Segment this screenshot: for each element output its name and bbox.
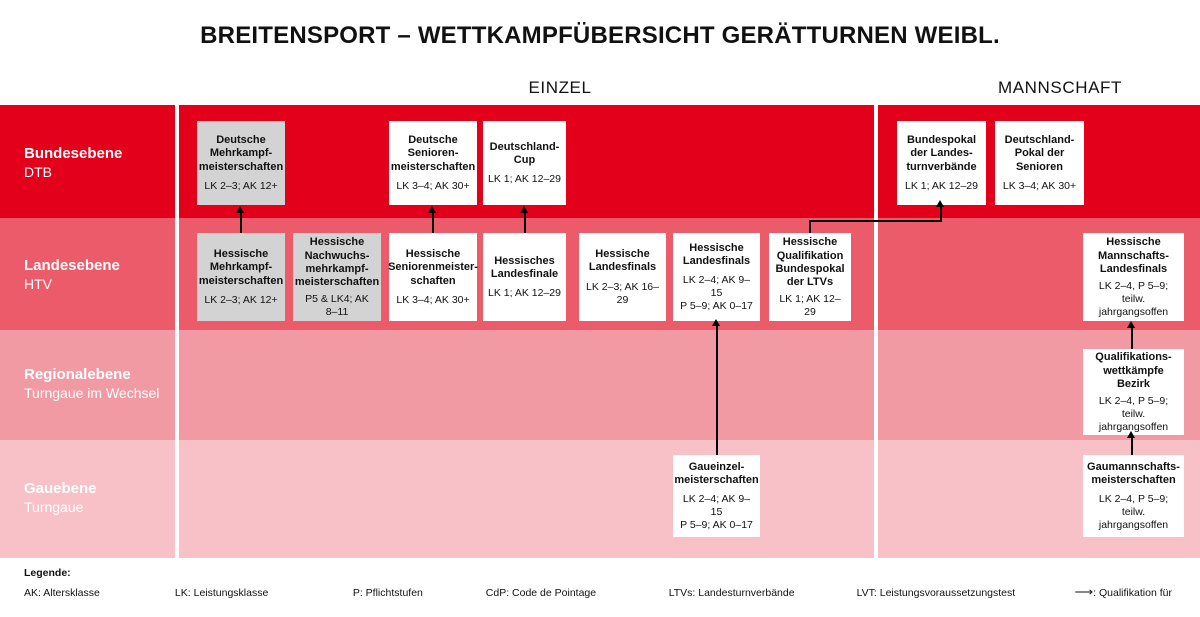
connector-r1-to-l8 <box>1131 327 1133 349</box>
box-hessische-mannschafts-landesfinals[interactable]: Hessische Mannschafts-Landesfinals LK 2–… <box>1083 233 1184 321</box>
box-subtitle: LK 2–4, P 5–9; teilw. jahrgangsoffen <box>1098 279 1169 318</box>
legend-item-lvt: LVT: Leistungsvoraussetzungstest <box>856 587 1016 599</box>
box-subtitle: LK 2–4, P 5–9; teilw. jahrgangsoffen <box>1098 493 1169 532</box>
box-deutschland-pokal-der-senioren[interactable]: Deutschland-Pokal der Senioren LK 3–4; A… <box>995 121 1084 205</box>
box-hessische-landesfinals-lk23[interactable]: Hessische Landesfinals LK 2–3; AK 16–29 <box>579 233 666 321</box>
level-name: Regionalebene <box>24 366 131 383</box>
level-org: Turngaue im Wechsel <box>24 384 160 401</box>
divider-label-column <box>175 105 179 558</box>
arrowhead-r1-to-l8 <box>1127 321 1135 328</box>
box-hessische-nachwuchsmehrkampfmeisterschaften[interactable]: Hessische Nachwuchs-mehrkampf-meistersch… <box>293 233 381 321</box>
box-title: Hessische Landesfinals <box>682 241 751 267</box>
box-subtitle: LK 2–3; AK 12+ <box>204 180 278 193</box>
box-title: Hessische Landesfinals <box>588 248 657 274</box>
arrowhead-l7-to-b4 <box>936 200 944 207</box>
box-hessische-landesfinals-lk24[interactable]: Hessische Landesfinals LK 2–4; AK 9–15 P… <box>673 233 760 321</box>
box-gaumannschaftsmeisterschaften[interactable]: Gaumannschafts-meisterschaften LK 2–4, P… <box>1083 455 1184 537</box>
band-regionalebene <box>0 330 1200 440</box>
page-title: BREITENSPORT – WETTKAMPFÜBERSICHT GERÄTT… <box>200 22 1000 49</box>
box-title: Gaueinzel-meisterschaften <box>674 460 759 486</box>
box-hessische-qualifikation-bundespokal[interactable]: Hessische Qualifikation Bundespokal der … <box>769 233 851 321</box>
box-hessisches-landesfinale[interactable]: Hessisches Landesfinale LK 1; AK 12–29 <box>483 233 566 321</box>
connector-l7-riser <box>809 220 811 233</box>
box-qualifikationswettkaempfe-bezirk[interactable]: Qualifikations-wettkämpfe Bezirk LK 2–4,… <box>1083 349 1184 435</box>
arrowhead-l1-to-b1 <box>236 206 244 213</box>
column-caption-einzel: EINZEL <box>528 78 592 97</box>
box-deutschland-cup[interactable]: Deutschland-Cup LK 1; AK 12–29 <box>483 121 566 205</box>
column-caption-mannschaft: MANNSCHAFT <box>997 78 1123 97</box>
level-name: Bundesebene <box>24 145 123 162</box>
box-title: Deutsche Mehrkampf-meisterschaften <box>198 133 284 173</box>
legend: Legende: AK: Altersklasse LK: Leistungsk… <box>24 567 1184 600</box>
arrowhead-g2-to-r1 <box>1127 431 1135 438</box>
box-subtitle: LK 3–4; AK 30+ <box>396 294 470 307</box>
legend-item-lk: LK: Leistungsklasse <box>174 587 269 599</box>
box-hessische-seniorenmeisterschaften[interactable]: Hessische Seniorenmeister-schaften LK 3–… <box>388 233 478 321</box>
band-gauebene <box>0 440 1200 558</box>
legend-items: AK: Altersklasse LK: Leistungsklasse P: … <box>24 584 1184 600</box>
level-label-bundesebene: Bundesebene DTB <box>24 145 122 181</box>
box-subtitle: LK 3–4; AK 30+ <box>396 180 470 193</box>
box-title: Hessische Mehrkampf-meisterschaften <box>198 247 284 287</box>
box-title: Deutschland-Cup <box>489 140 560 166</box>
legend-arrow-label: : Qualifikation für <box>1093 587 1172 599</box>
level-name: Landesebene <box>24 257 120 274</box>
box-title: Bundespokal der Landes-turnverbände <box>906 133 977 173</box>
legend-item-p: P: Pflichtstufen <box>352 587 423 599</box>
box-subtitle: LK 1; AK 12–29 <box>779 292 841 318</box>
box-subtitle: LK 3–4; AK 30+ <box>1002 180 1077 193</box>
arrowhead-g1-to-l6 <box>712 319 720 326</box>
box-title: Qualifikations-wettkämpfe Bezirk <box>1095 351 1172 391</box>
connector-g1-to-l6 <box>716 325 718 455</box>
connector-l1-to-b1 <box>240 212 242 233</box>
connector-l7-to-b4-vertical <box>940 206 942 222</box>
connector-g2-to-r1 <box>1131 437 1133 455</box>
arrowhead-l4-to-b3 <box>520 206 528 213</box>
box-gaueinzelmeisterschaften[interactable]: Gaueinzel-meisterschaften LK 2–4; AK 9–1… <box>673 455 760 537</box>
box-title: Deutsche Senioren-meisterschaften <box>390 133 476 173</box>
connector-l4-to-b3 <box>524 212 526 233</box>
box-hessische-mehrkampfmeisterschaften[interactable]: Hessische Mehrkampf-meisterschaften LK 2… <box>197 233 285 321</box>
box-title: Hessische Seniorenmeister-schaften <box>388 247 478 287</box>
level-org: HTV <box>24 275 52 292</box>
level-org: Turngaue <box>24 498 84 515</box>
box-subtitle: LK 2–3; AK 16–29 <box>586 280 659 306</box>
box-subtitle: LK 2–3; AK 12+ <box>204 294 278 307</box>
box-title: Hessisches Landesfinale <box>490 254 559 280</box>
divider-einzel-mannschaft <box>874 105 878 558</box>
legend-item-ltvs: LTVs: Landesturnverbände <box>668 587 795 599</box>
connector-l7-to-b4-horizontal <box>809 220 942 222</box>
level-label-regionalebene: Regionalebene Turngaue im Wechsel <box>24 366 159 402</box>
level-org: DTB <box>24 163 52 180</box>
level-label-gauebene: Gauebene Turngaue <box>24 480 97 516</box>
legend-arrow-icon: ⟶ <box>1074 584 1094 599</box>
box-title: Hessische Nachwuchs-mehrkampf-meistersch… <box>294 236 380 289</box>
connector-l3-to-b2 <box>432 212 434 233</box>
level-name: Gauebene <box>24 480 97 497</box>
legend-item-ak: AK: Altersklasse <box>24 587 100 599</box>
box-subtitle: LK 1; AK 12–29 <box>488 173 561 186</box>
box-bundespokal-der-landesturnverbaende[interactable]: Bundespokal der Landes-turnverbände LK 1… <box>897 121 986 205</box>
box-deutsche-mehrkampfmeisterschaften[interactable]: Deutsche Mehrkampf-meisterschaften LK 2–… <box>197 121 285 205</box>
box-subtitle: LK 1; AK 12–29 <box>488 287 561 300</box>
box-subtitle: LK 2–4; AK 9–15 P 5–9; AK 0–17 <box>680 493 753 532</box>
box-subtitle: LK 2–4; AK 9–15 P 5–9; AK 0–17 <box>680 274 753 313</box>
box-title: Gaumannschafts-meisterschaften <box>1087 460 1180 486</box>
box-subtitle: LK 1; AK 12–29 <box>905 180 978 193</box>
box-deutsche-seniorenmeisterschaften[interactable]: Deutsche Senioren-meisterschaften LK 3–4… <box>389 121 477 205</box>
box-subtitle: LK 2–4, P 5–9; teilw. jahrgangsoffen <box>1098 394 1169 433</box>
level-label-landesebene: Landesebene HTV <box>24 257 120 293</box>
arrowhead-l3-to-b2 <box>428 206 436 213</box>
legend-title: Legende: <box>24 567 71 579</box>
legend-item-cdp: CdP: Code de Pointage <box>485 587 597 599</box>
box-subtitle: P5 & LK4; AK 8–11 <box>305 292 369 318</box>
box-title: Hessische Mannschafts-Landesfinals <box>1098 236 1169 276</box>
box-title: Deutschland-Pokal der Senioren <box>1004 133 1075 173</box>
box-title: Hessische Qualifikation Bundespokal der … <box>775 236 845 289</box>
